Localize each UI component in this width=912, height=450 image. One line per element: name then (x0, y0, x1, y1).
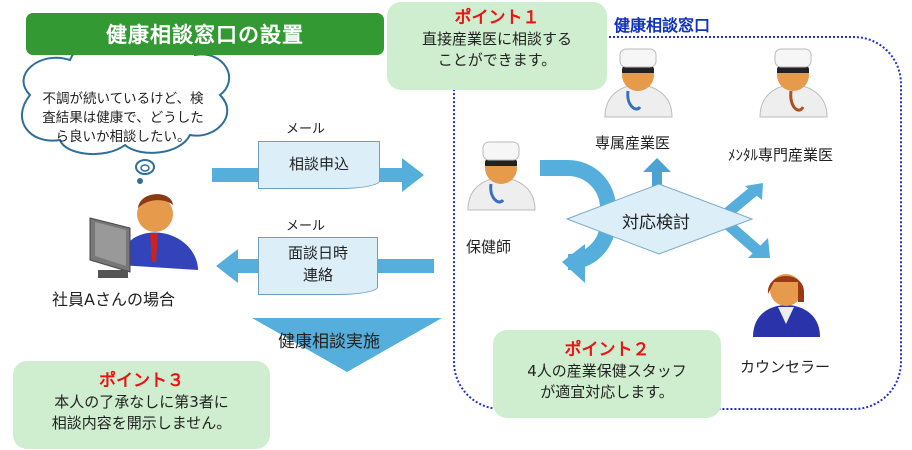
nurse-label: 保健師 (466, 238, 512, 256)
point-1-line-2: ことができます。 (437, 51, 557, 69)
reply-channel: メール (286, 219, 326, 234)
up-arrow (643, 158, 671, 190)
point-3-line-1: 本人の了承なしに第3者に (54, 393, 229, 411)
point-2-line-2: が適宜対応します。 (540, 383, 674, 401)
mental-doctor-icon (759, 48, 828, 118)
mental-doctor-label: ﾒﾝﾀﾙ専門産業医 (728, 146, 834, 164)
point-3-heading: ポイント３ (99, 371, 184, 391)
consult-down-arrow (252, 318, 442, 372)
employee-label: 社員Aさんの場合 (52, 290, 175, 309)
thought-line-2: 査結果は健康で、どうした (42, 110, 204, 126)
request-channel: メール (286, 122, 326, 137)
point-1-heading: ポイント１ (454, 8, 540, 28)
doctor-label: 専属産業医 (595, 134, 671, 152)
point-2-line-1: 4人の産業保健スタッフ (527, 362, 687, 380)
request-label: 相談申込 (288, 155, 349, 173)
point-2-heading: ポイント２ (564, 340, 650, 360)
reply-document: 面談日時 連絡 (258, 237, 378, 295)
employee-icon (89, 194, 198, 278)
counselor-label: カウンセラー (740, 358, 831, 376)
consult-label: 健康相談実施 (278, 332, 380, 352)
point-1-line-1: 直接産業医に相談する (421, 30, 572, 48)
page-title: 健康相談窓口の設置 (26, 13, 384, 55)
u-turn-arrowhead (562, 244, 585, 283)
thought-line-3: ら良いか相談したい。 (55, 129, 191, 145)
point-3-card: ポイント３ 本人の了承なしに第3者に 相談内容を開示しません。 (13, 361, 270, 449)
counselor-icon (753, 274, 820, 337)
thought-text: 不調が続いているけど、検 査結果は健康で、どうした ら良いか相談したい。 (28, 90, 218, 147)
decision-diamond (565, 183, 754, 255)
point-3-line-2: 相談内容を開示しません。 (51, 414, 232, 432)
request-document: 相談申込 (258, 141, 380, 189)
reply-line-1: 面談日時 (287, 244, 348, 262)
reply-line-2: 連絡 (302, 266, 333, 284)
decision-label: 対応検討 (622, 213, 690, 233)
doctor-icon (604, 48, 673, 118)
point-2-card: ポイント２ 4人の産業保健スタッフ が適宜対応します。 (493, 330, 721, 418)
nurse-icon (467, 141, 536, 211)
point-1-card: ポイント１ 直接産業医に相談する ことができます。 (387, 2, 607, 90)
consultation-window-title: 健康相談窓口 (614, 16, 711, 35)
thought-line-1: 不調が続いているけど、検 (42, 91, 204, 107)
